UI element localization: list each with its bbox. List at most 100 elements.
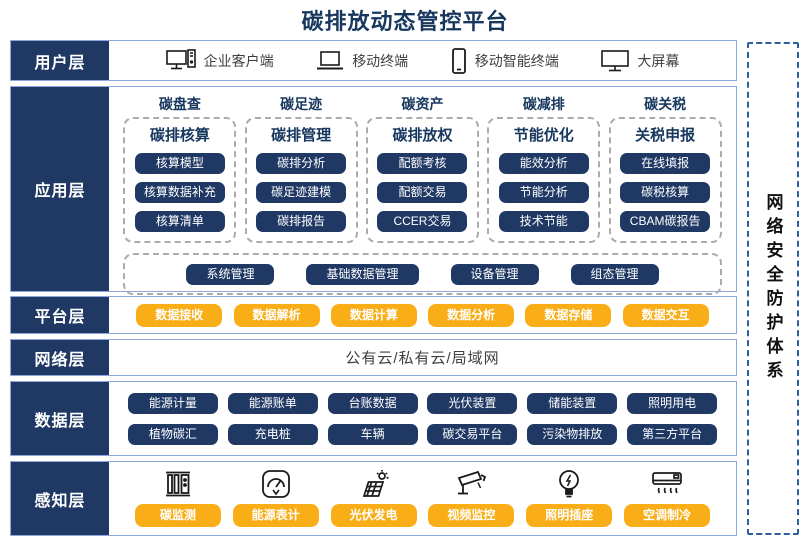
app-column-carbon-reduction: 碳减排 节能优化 能效分析 节能分析 技术节能 xyxy=(487,94,601,243)
app-module-button: CBAM碳报告 xyxy=(620,211,711,232)
user-item-mobile-terminal: 移动终端 xyxy=(316,50,408,72)
data-source-button: 充电桩 xyxy=(227,423,318,445)
sense-item-energy-meter: 能源表计 xyxy=(232,465,319,527)
app-module-button: 配额交易 xyxy=(377,182,468,203)
app-module-button: 核算清单 xyxy=(134,211,225,232)
app-module-button: 核算模型 xyxy=(134,153,225,174)
app-module-button: 碳排分析 xyxy=(256,153,347,174)
app-module-button: 在线填报 xyxy=(620,153,711,174)
light-bulb-icon xyxy=(556,465,582,499)
app-common-button: 组态管理 xyxy=(570,263,659,285)
data-source-button: 照明用电 xyxy=(627,392,718,414)
app-module-button: 能效分析 xyxy=(498,153,589,174)
app-column-box: 节能优化 能效分析 节能分析 技术节能 xyxy=(487,117,601,243)
app-module-button: 碳足迹建模 xyxy=(256,182,347,203)
data-source-button: 光伏装置 xyxy=(427,392,518,414)
layer-data-label: 数据层 xyxy=(11,382,109,455)
app-column-header: 碳足迹 xyxy=(280,96,323,112)
cctv-camera-icon xyxy=(454,465,488,499)
sense-label-button: 空调制冷 xyxy=(624,504,711,527)
user-item-smart-terminal: 移动智能终端 xyxy=(451,47,559,74)
platform-button: 数据存储 xyxy=(525,303,612,327)
app-module-button: 碳税核算 xyxy=(620,182,711,203)
app-column-box: 碳排管理 碳排分析 碳足迹建模 碳排报告 xyxy=(244,117,358,243)
solar-panel-icon xyxy=(358,465,390,499)
app-module-button: 技术节能 xyxy=(498,211,589,232)
sense-item-cctv: 视频监控 xyxy=(428,465,515,527)
data-source-button: 污染物排放 xyxy=(527,423,618,445)
app-column-header: 碳资产 xyxy=(401,96,444,112)
app-column-subheader: 碳排放权 xyxy=(392,127,453,144)
app-column-subheader: 关税申报 xyxy=(635,127,696,144)
data-source-button: 第三方平台 xyxy=(627,423,718,445)
app-module-button: 核算数据补充 xyxy=(134,182,225,203)
app-column-box: 碳排放权 配额考核 配额交易 CCER交易 xyxy=(365,117,479,243)
smartphone-icon xyxy=(451,47,467,74)
sense-label-button: 能源表计 xyxy=(232,504,319,527)
app-column-subheader: 碳排核算 xyxy=(149,127,210,144)
user-item-big-screen: 大屏幕 xyxy=(601,49,679,73)
user-item-label: 移动智能终端 xyxy=(474,52,559,69)
data-source-button: 车辆 xyxy=(327,423,418,445)
platform-button: 数据分析 xyxy=(428,303,515,327)
app-module-button: 节能分析 xyxy=(498,182,589,203)
layer-application-label: 应用层 xyxy=(11,87,109,291)
user-item-label: 大屏幕 xyxy=(637,52,680,69)
app-common-button: 设备管理 xyxy=(450,263,539,285)
sense-item-solar: 光伏发电 xyxy=(330,465,417,527)
carbon-monitor-icon xyxy=(163,465,193,499)
layer-application: 应用层 碳盘查 碳排核算 核算模型 核算数据补充 核算清单 碳足迹 碳排管理 xyxy=(10,86,737,295)
security-system-box: 网络安全防护体系 xyxy=(747,42,799,535)
network-cloud-text: 公有云/私有云/局域网 xyxy=(345,350,500,367)
sense-label-button: 视频监控 xyxy=(428,504,515,527)
app-common-button: 系统管理 xyxy=(186,263,275,285)
sense-label-button: 光伏发电 xyxy=(330,504,417,527)
layer-data: 数据层 能源计量 能源账单 台账数据 光伏装置 储能装置 照明用电 植物碳汇 充… xyxy=(10,381,737,456)
big-screen-icon xyxy=(601,49,630,73)
app-module-button: 配额考核 xyxy=(377,153,468,174)
layer-platform: 平台层 数据接收 数据解析 数据计算 数据分析 数据存储 数据交互 xyxy=(10,296,737,334)
energy-meter-icon xyxy=(261,465,291,499)
user-item-label: 移动终端 xyxy=(352,52,409,69)
app-column-carbon-footprint: 碳足迹 碳排管理 碳排分析 碳足迹建模 碳排报告 xyxy=(244,94,358,243)
user-item-enterprise-client: 企业客户端 xyxy=(165,48,274,73)
app-column-carbon-asset: 碳资产 碳排放权 配额考核 配额交易 CCER交易 xyxy=(365,94,479,243)
app-column-subheader: 碳排管理 xyxy=(271,127,332,144)
data-source-button: 能源账单 xyxy=(227,392,318,414)
layer-perception-label: 感知层 xyxy=(11,462,109,535)
data-source-button: 台账数据 xyxy=(327,392,418,414)
sense-item-lighting: 照明插座 xyxy=(526,465,613,527)
security-system-label: 网络安全防护体系 xyxy=(763,192,783,385)
app-column-header: 碳减排 xyxy=(522,96,565,112)
data-source-button: 植物碳汇 xyxy=(127,423,218,445)
desktop-pc-icon xyxy=(165,48,196,73)
platform-button: 数据交互 xyxy=(622,303,709,327)
data-source-button: 能源计量 xyxy=(127,392,218,414)
data-source-button: 碳交易平台 xyxy=(427,423,518,445)
app-common-box: 系统管理 基础数据管理 设备管理 组态管理 xyxy=(123,253,722,295)
sense-label-button: 照明插座 xyxy=(526,504,613,527)
page-title: 碳排放动态管控平台 xyxy=(301,9,509,34)
air-conditioner-icon xyxy=(650,465,684,499)
sense-label-button: 碳监测 xyxy=(134,504,221,527)
laptop-icon xyxy=(316,50,344,72)
data-source-button: 储能装置 xyxy=(527,392,618,414)
layer-network-label: 网络层 xyxy=(11,340,109,375)
sense-item-ac: 空调制冷 xyxy=(624,465,711,527)
sense-item-carbon-monitor: 碳监测 xyxy=(134,465,221,527)
layer-perception: 感知层 碳监测 xyxy=(10,461,737,536)
app-module-button: 碳排报告 xyxy=(256,211,347,232)
platform-button: 数据解析 xyxy=(233,303,320,327)
user-item-label: 企业客户端 xyxy=(203,52,274,69)
app-column-box: 关税申报 在线填报 碳税核算 CBAM碳报告 xyxy=(608,117,722,243)
platform-button: 数据计算 xyxy=(330,303,417,327)
app-column-header: 碳关税 xyxy=(644,96,687,112)
app-column-carbon-inventory: 碳盘查 碳排核算 核算模型 核算数据补充 核算清单 xyxy=(123,94,237,243)
app-column-subheader: 节能优化 xyxy=(513,127,574,144)
app-common-button: 基础数据管理 xyxy=(306,263,419,285)
layer-user: 用户层 企业客户端 xyxy=(10,40,737,81)
platform-button: 数据接收 xyxy=(136,303,223,327)
layer-user-label: 用户层 xyxy=(11,41,109,80)
app-module-button: CCER交易 xyxy=(377,211,468,232)
